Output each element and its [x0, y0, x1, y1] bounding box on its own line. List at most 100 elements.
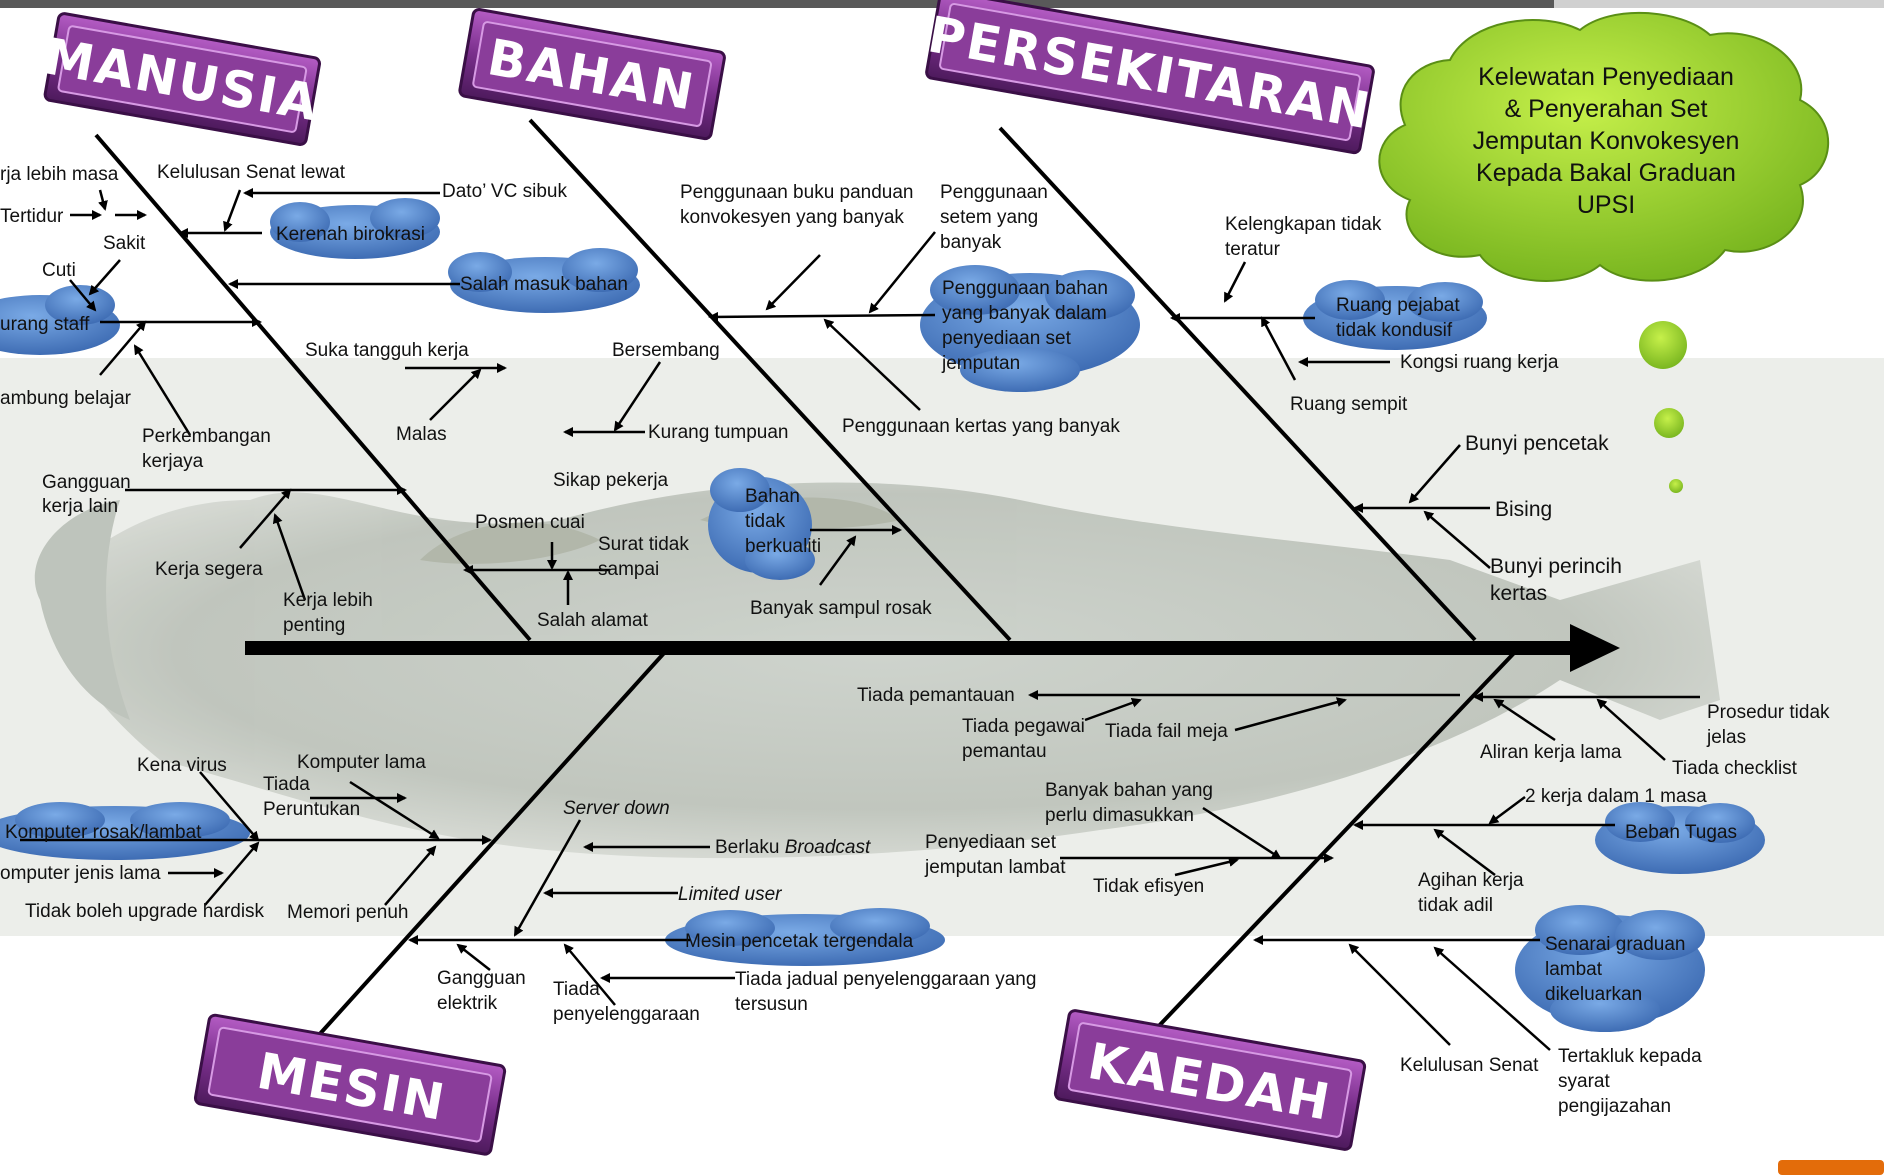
category-mesin: MESIN	[193, 1013, 507, 1156]
label-surat-tidak-sampai-2: sampai	[598, 559, 659, 580]
effect-line-1: Kelewatan Penyediaan	[1478, 63, 1734, 91]
label-komputer-lama: Komputer lama	[297, 752, 426, 773]
top-bar-right	[1554, 0, 1884, 8]
label-salah-masuk-bahan: Salah masuk bahan	[460, 274, 628, 295]
label-sambung-belajar: ambung belajar	[0, 388, 132, 409]
label-gangguan-2: kerja lain	[42, 496, 118, 517]
label-ruang-sempit: Ruang sempit	[1290, 394, 1408, 415]
effect-line-5: UPSI	[1577, 191, 1635, 219]
label-tiada-checklist: Tiada checklist	[1672, 758, 1798, 779]
label-bising: Bising	[1495, 498, 1552, 521]
corner-tab[interactable]	[1778, 1160, 1884, 1175]
label-prosedur-2: jelas	[1706, 727, 1746, 748]
label-gangguan-1: Gangguan	[42, 472, 131, 493]
kaedah-arrows	[1028, 690, 1700, 1051]
bone-bahan	[528, 118, 1012, 642]
thought-bubble-large	[1639, 321, 1687, 369]
cloud-mesin-pencetak	[665, 908, 945, 966]
label-perkembangan-2: kerjaya	[142, 451, 204, 472]
effect-line-3: Jemputan Konvokesyen	[1473, 127, 1740, 155]
label-senarai-2: lambat	[1545, 959, 1603, 980]
label-tiada-pemantauan: Tiada pemantauan	[857, 685, 1015, 706]
label-tiada-penyelenggaraan-2: penyelenggaraan	[553, 1004, 700, 1025]
label-tidak-upgrade: Tidak boleh upgrade hardisk	[25, 901, 265, 922]
cloud-ruang-pejabat	[1303, 280, 1487, 350]
label-banyak-bahan-2: perlu dimasukkan	[1045, 805, 1194, 826]
label-tidak-efisyen: Tidak efisyen	[1093, 876, 1204, 897]
label-berlaku-broadcast: Berlaku Broadcast	[715, 837, 871, 858]
label-senarai-1: Senarai graduan	[1545, 934, 1686, 955]
thought-bubble-small	[1669, 479, 1683, 493]
label-tidak-berkualiti-2: tidak	[745, 511, 786, 532]
label-bunyi-pencetak: Bunyi pencetak	[1465, 432, 1609, 455]
label-bahan-banyak-2: yang banyak dalam	[942, 303, 1107, 324]
label-agihan-2: tidak adil	[1418, 895, 1493, 916]
label-tertakluk-2: syarat	[1558, 1071, 1610, 1092]
cloud-kerenah-birokrasi	[270, 198, 440, 259]
persekitaran-arrows	[1170, 261, 1491, 569]
label-bersembang: Bersembang	[612, 340, 720, 361]
label-dato-vc-sibuk: Dato’ VC sibuk	[442, 181, 567, 202]
label-buku-panduan-1: Penggunaan buku panduan	[680, 182, 914, 203]
label-kerja-lebih-masa: rja lebih masa	[0, 164, 119, 185]
label-bunyi-perincih-2: kertas	[1490, 582, 1547, 605]
label-tiada-penyelenggaraan-1: Tiada	[553, 979, 600, 1000]
cloud-salah-masuk-bahan	[448, 248, 640, 313]
label-setem-3: banyak	[940, 232, 1002, 253]
thought-bubble-medium	[1654, 408, 1684, 438]
label-kerja-lebih-penting-1: Kerja lebih	[283, 590, 373, 611]
label-tiada-pegawai-2: pemantau	[962, 741, 1047, 762]
label-kerja-segera: Kerja segera	[155, 559, 263, 580]
label-server-down: Server down	[563, 798, 670, 819]
label-bahan-banyak-1: Penggunaan bahan	[942, 278, 1108, 299]
label-setem-2: setem yang	[940, 207, 1038, 228]
label-sikap-pekerja: Sikap pekerja	[553, 470, 669, 491]
label-bahan-banyak-3: penyediaan set	[942, 328, 1072, 349]
label-aliran-kerja-lama: Aliran kerja lama	[1480, 742, 1622, 763]
cloud-penggunaan-bahan	[920, 265, 1140, 392]
category-persekitaran: PERSEKITARAN	[924, 0, 1376, 155]
label-tiada-pegawai-1: Tiada pegawai	[962, 716, 1085, 737]
label-cuti: Cuti	[42, 260, 76, 281]
label-agihan-1: Agihan kerja	[1418, 870, 1524, 891]
label-tertakluk-1: Tertakluk kepada	[1558, 1046, 1702, 1067]
label-banyak-bahan-1: Banyak bahan yang	[1045, 780, 1213, 801]
label-tiada-peruntukan-2: Peruntukan	[263, 799, 360, 820]
label-ruang-pejabat-2: tidak kondusif	[1336, 320, 1453, 341]
spine-arrowhead	[1570, 624, 1620, 672]
label-kena-virus: Kena virus	[137, 755, 227, 776]
label-salah-alamat: Salah alamat	[537, 610, 649, 631]
label-limited-user: Limited user	[678, 884, 782, 905]
label-bahan-banyak-4: jemputan	[941, 353, 1020, 374]
effect-cloud: Kelewatan Penyediaan & Penyerahan Set Je…	[1378, 11, 1830, 282]
label-ruang-pejabat-1: Ruang pejabat	[1336, 295, 1460, 316]
effect-line-2: & Penyerahan Set	[1505, 95, 1708, 123]
label-kurang-staff: urang staff	[0, 314, 90, 335]
mesin-arrows	[20, 771, 735, 1006]
bone-kaedah	[1153, 650, 1517, 1032]
label-memori-penuh: Memori penuh	[287, 902, 408, 923]
category-manusia: MANUSIA	[40, 12, 324, 146]
label-dua-kerja: 2 kerja dalam 1 masa	[1525, 786, 1707, 807]
label-malas: Malas	[396, 424, 447, 445]
label-setem-1: Penggunaan	[940, 182, 1048, 203]
manusia-arrows	[69, 188, 662, 605]
label-beban-tugas: Beban Tugas	[1625, 822, 1737, 843]
label-tidak-berkualiti-3: berkualiti	[745, 536, 821, 557]
label-komputer-rosak: Komputer rosak/lambat	[5, 822, 202, 843]
label-surat-tidak-sampai-1: Surat tidak	[598, 534, 689, 555]
bone-manusia	[94, 133, 532, 642]
label-gangguan-elektrik-2: elektrik	[437, 993, 498, 1014]
label-komputer-jenis-lama: omputer jenis lama	[0, 863, 161, 884]
category-kaedah: KAEDAH	[1053, 1009, 1367, 1151]
cloud-komputer-rosak	[0, 802, 250, 860]
label-kurang-tumpuan: Kurang tumpuan	[648, 422, 789, 443]
effect-line-4: Kepada Bakal Graduan	[1476, 159, 1736, 187]
label-gangguan-elektrik-1: Gangguan	[437, 968, 526, 989]
bone-persekitaran	[998, 126, 1477, 642]
label-tiada-jadual-1: Tiada jadual penyelenggaraan yang	[735, 969, 1036, 990]
label-sampul-rosak: Banyak sampul rosak	[750, 598, 932, 619]
label-senarai-3: dikeluarkan	[1545, 984, 1642, 1005]
label-tidak-berkualiti-1: Bahan	[745, 486, 800, 507]
